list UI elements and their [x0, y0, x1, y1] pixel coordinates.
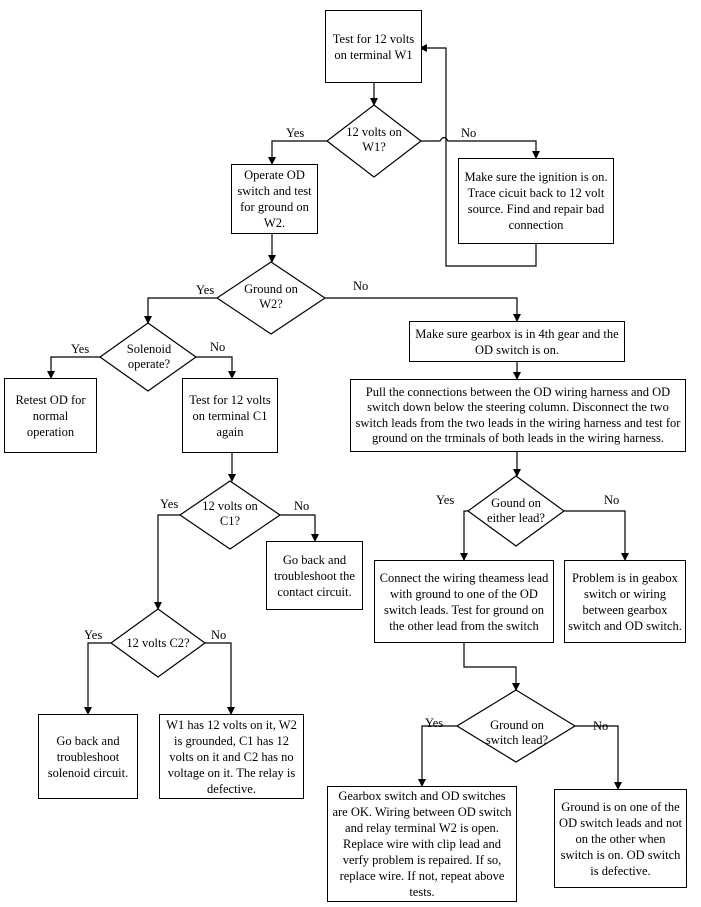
label-yes-w2: Yes [196, 283, 215, 297]
label-no-switch: No [593, 719, 609, 733]
q-c2-diamond [109, 608, 207, 678]
q-ground-w2-diamond [215, 261, 327, 335]
operate-od-box: Operate OD switch and test for ground on… [231, 164, 318, 234]
q-solenoid-label: Solenoid operate? [126, 342, 172, 371]
switches-ok-box: Gearbox switch and OD switches are OK. W… [327, 786, 517, 902]
q-either-lead-diamond [466, 475, 566, 547]
q-c1-label: 12 volts on C1? [202, 499, 258, 528]
contact-circuit-box: Go back and troubleshoot the contact cir… [266, 541, 363, 610]
edge-w2-no [325, 297, 521, 322]
edge-connect-q [463, 643, 520, 691]
pull-connections-box: Pull the connections between the OD wiri… [350, 379, 686, 452]
label-yes-switch: Yes [425, 716, 444, 730]
label-no-either: No [604, 493, 620, 507]
retest-od-box: Retest OD for normal operation [4, 378, 97, 453]
edge-ignition-loop [419, 44, 537, 267]
edge-sol-yes [47, 356, 100, 379]
q-solenoid-diamond [98, 322, 198, 392]
q-c1-diamond [178, 480, 282, 550]
ignition-box: Make sure the ignition is on. Trace cicu… [458, 158, 614, 244]
solenoid-circuit-box: Go back and troubleshoot solenoid circui… [38, 714, 138, 799]
connect-harness-box: Connect the wiring theamess lead with gr… [374, 560, 554, 643]
edge-q-yes [268, 140, 327, 165]
label-yes-c1: Yes [160, 497, 179, 511]
edge-sol-no [196, 356, 236, 379]
q-c2-label: 12 volts C2? [126, 636, 190, 650]
label-yes-solenoid: Yes [71, 342, 90, 356]
switch-defective-box: Ground is on one of the OD switch leads … [554, 789, 687, 888]
label-no-c1: No [294, 499, 310, 513]
edge-either-yes [460, 510, 468, 561]
edge-c2-no [205, 642, 235, 715]
label-yes-either: Yes [436, 493, 455, 507]
test-w1-box: Test for 12 volts on terminal W1 [325, 10, 422, 83]
label-no-w2: No [353, 279, 369, 293]
test-c1-box: Test for 12 volts on terminal C1 again [182, 378, 278, 453]
q-switch-lead-label: Ground on switch lead? [485, 718, 549, 747]
gearbox-problem-box: Problem is in geabox switch or wiring be… [564, 560, 686, 643]
edge-switch-yes [418, 725, 457, 787]
q-w1-label: 12 volts on W1? [346, 125, 402, 154]
q-either-lead-label: Gound on either lead? [487, 496, 545, 525]
q-switch-lead-diamond [455, 689, 577, 763]
label-no-solenoid: No [210, 340, 226, 354]
gearbox-4th-box: Make sure gearbox is in 4th gear and the… [409, 321, 625, 362]
edge-q-no [421, 136, 540, 159]
label-no-c2: No [211, 628, 227, 642]
edge-switch-no [575, 725, 622, 790]
relay-defective-box: W1 has 12 volts on it, W2 is grounded, C… [159, 714, 304, 799]
edge-c1-yes [154, 514, 180, 610]
edge-c2-yes [84, 642, 111, 715]
edge-c1-no [280, 514, 319, 542]
q-w1-diamond [326, 104, 422, 178]
label-yes-c2: Yes [84, 628, 103, 642]
edge-w2-yes [144, 297, 217, 324]
label-yes-w1: Yes [286, 126, 305, 140]
edge-either-no [564, 510, 629, 561]
q-ground-w2-label: Ground on W2? [244, 282, 298, 311]
label-no-w1: No [461, 126, 477, 140]
